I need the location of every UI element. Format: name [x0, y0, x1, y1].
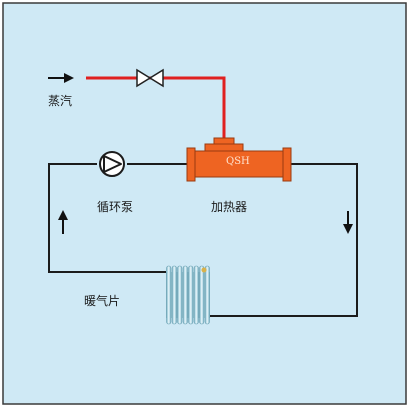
- radiator-fin: [199, 265, 205, 325]
- pump-label: 循环泵: [97, 200, 134, 214]
- steam-pipe: [86, 76, 226, 138]
- radiator-fin: [193, 265, 199, 325]
- radiator-fin: [188, 265, 194, 325]
- water-loop-pipe: [48, 163, 358, 317]
- pump-icon: [99, 151, 125, 177]
- steam-inlet-arrow: [48, 73, 74, 83]
- radiator-icon: [166, 265, 210, 325]
- steam-valve-icon: [136, 68, 164, 88]
- radiator-fin: [171, 265, 177, 325]
- radiator-fin: [182, 265, 188, 325]
- heater-label: 加热器: [211, 200, 248, 214]
- radiator-fin: [177, 265, 183, 325]
- heater-code-label: QSH: [226, 156, 250, 167]
- steam-label: 蒸汽: [48, 94, 73, 108]
- background-panel: [2, 2, 407, 405]
- radiator-fin: [166, 265, 172, 325]
- radiator-fin: [204, 265, 210, 325]
- down-arrow-icon: [343, 211, 353, 234]
- radiator-label: 暖气片: [84, 294, 121, 308]
- up-arrow-icon: [58, 210, 68, 234]
- heater-icon: [186, 137, 292, 182]
- radiator-valve-icon: [201, 267, 207, 273]
